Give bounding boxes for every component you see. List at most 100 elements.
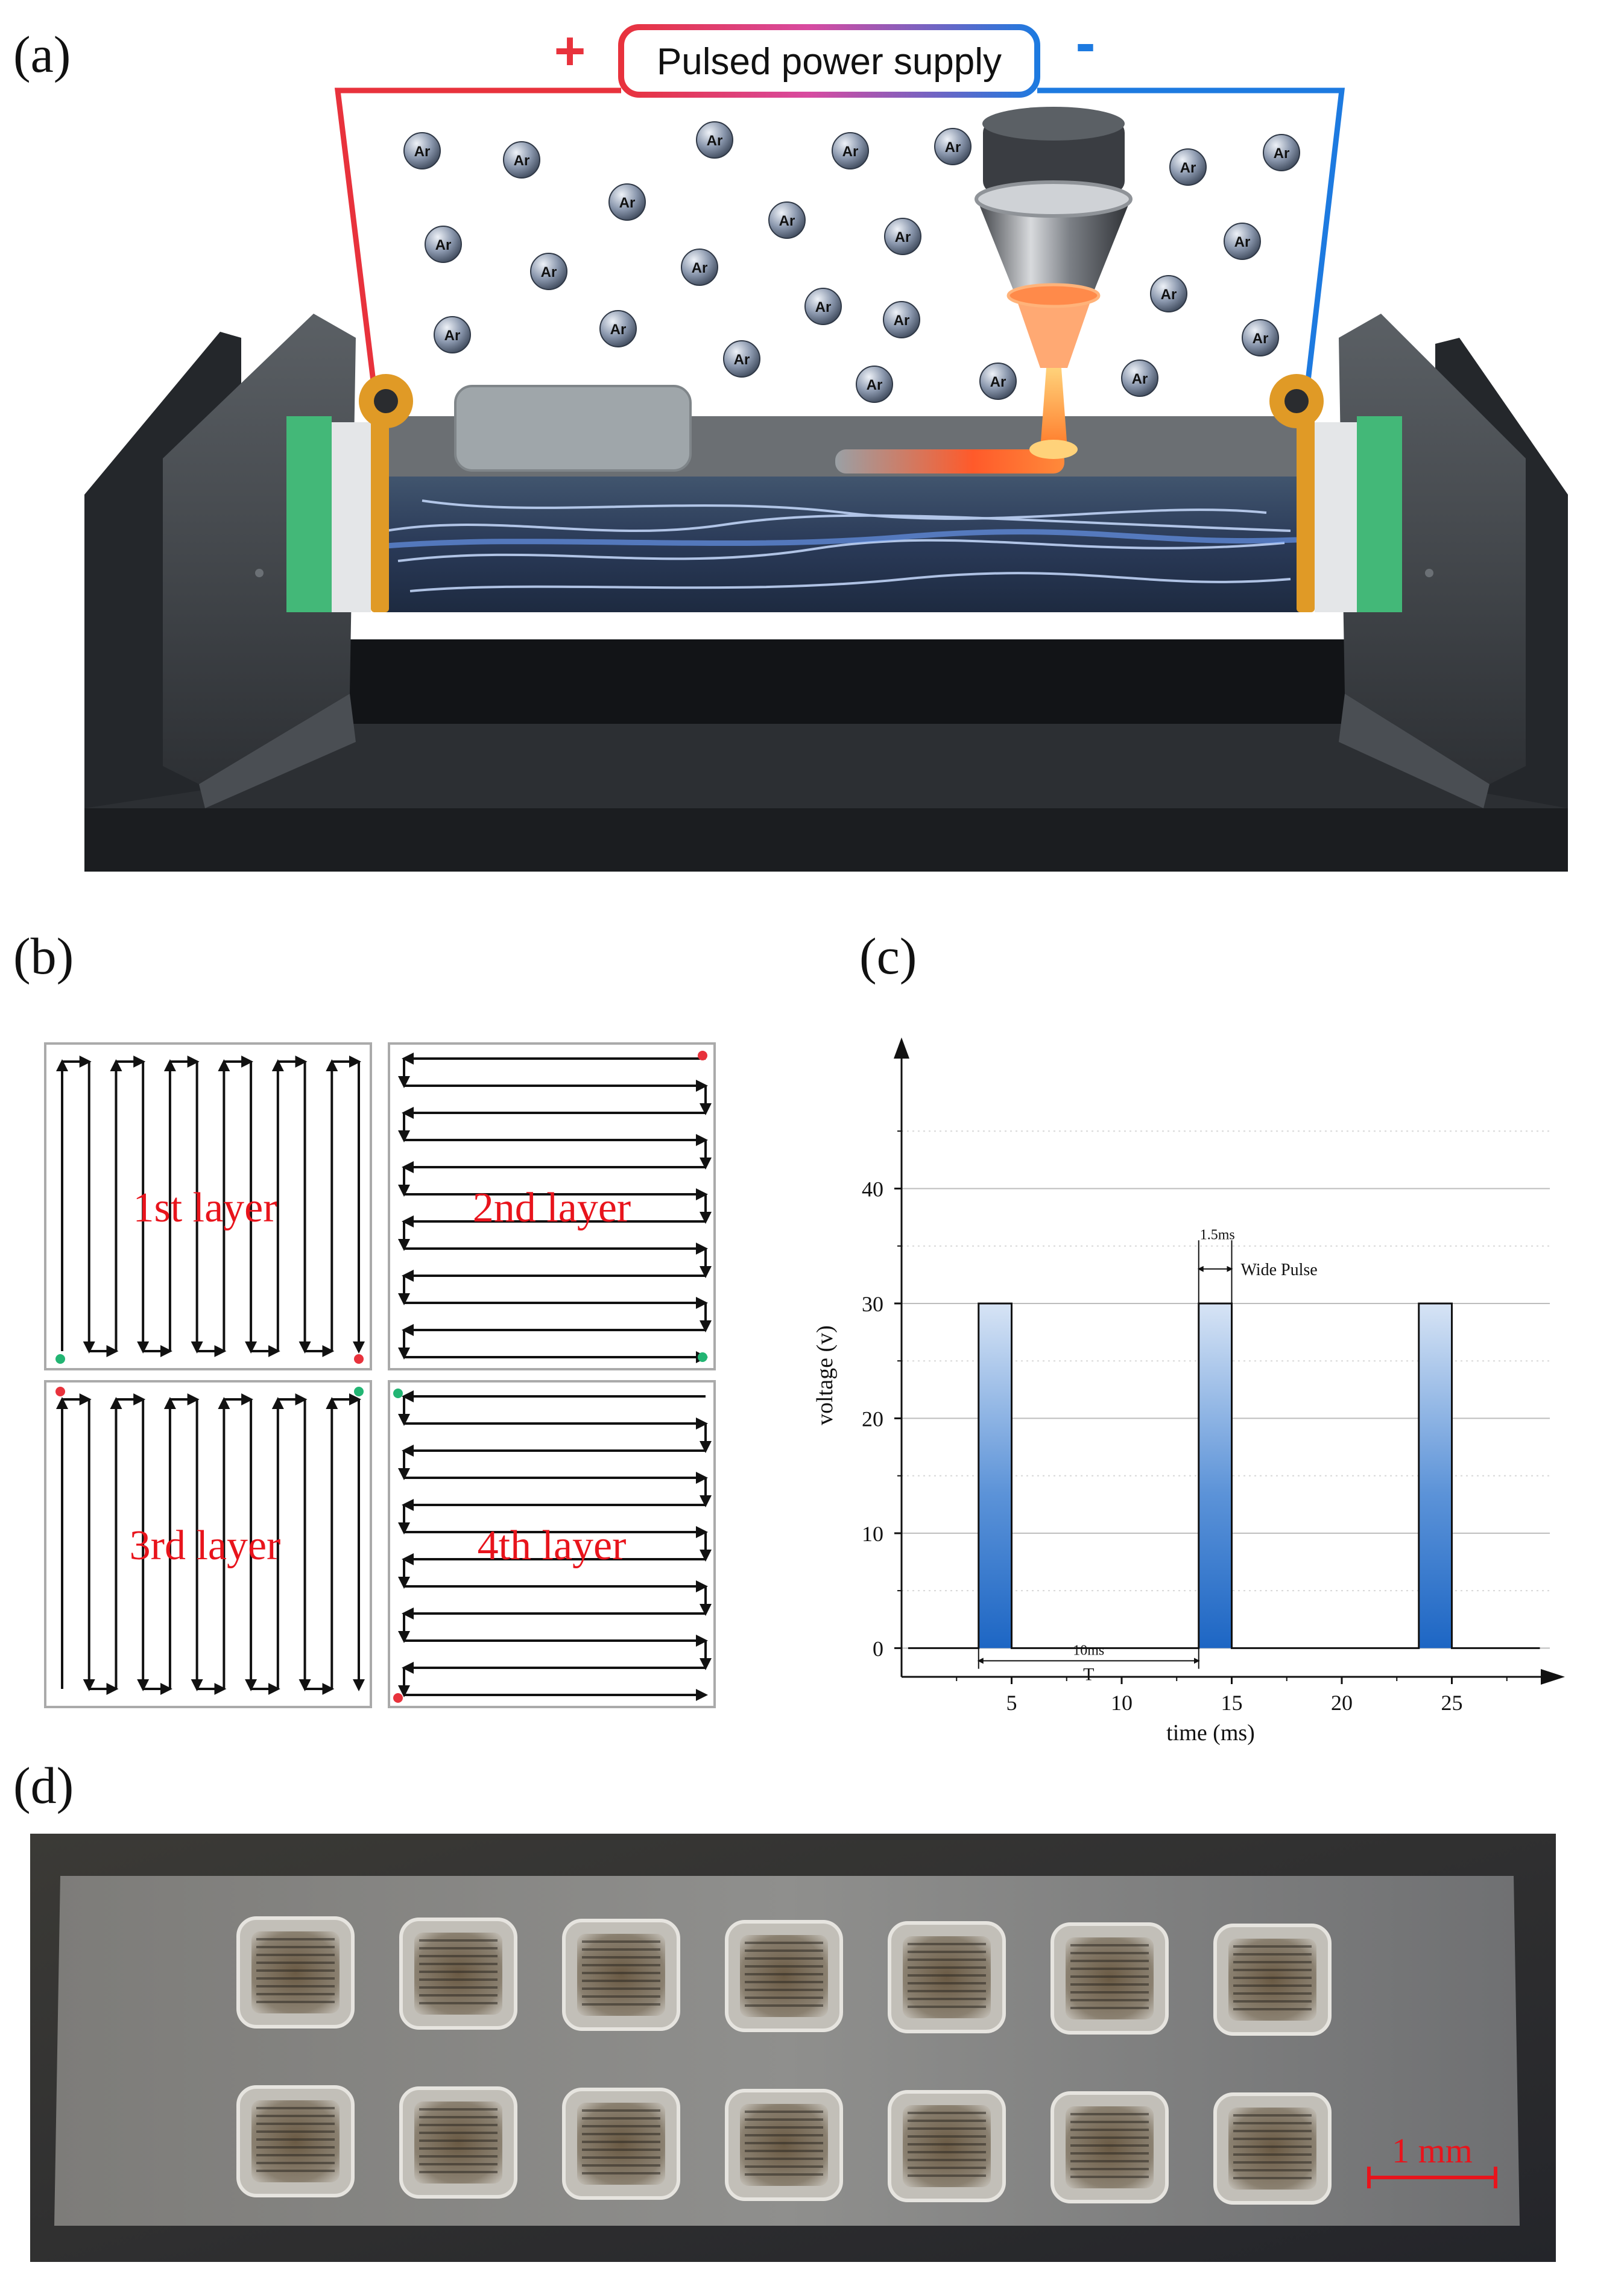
layer-3-label: 3rd layer — [130, 1522, 281, 1569]
left-insulator — [286, 416, 371, 612]
pulse-type-label: Wide Pulse — [1241, 1261, 1318, 1279]
argon-atom: Ar — [1150, 275, 1187, 312]
svg-text:Ar: Ar — [619, 195, 636, 211]
chart-x-tick-label: 10 — [1111, 1691, 1133, 1715]
argon-atom: Ar — [883, 301, 920, 338]
negative-terminal-sign: - — [1075, 9, 1095, 77]
svg-text:Ar: Ar — [1253, 331, 1269, 347]
argon-atom: Ar — [530, 253, 567, 290]
argon-atom: Ar — [696, 121, 733, 159]
deposit-square — [725, 2089, 843, 2201]
svg-text:Ar: Ar — [894, 312, 910, 329]
chart-x-tick-label: 25 — [1441, 1691, 1463, 1715]
scan-paths — [55, 1051, 712, 1703]
voltage-pulse — [1418, 1303, 1452, 1648]
layer-1-frame — [44, 1042, 372, 1370]
argon-atom: Ar — [856, 366, 893, 403]
argon-atom: Ar — [979, 363, 1017, 400]
chart-ticks: 0 10 20 30 40 5 10 15 20 25 — [862, 1130, 1508, 1715]
scan-endpoint-dot — [393, 1389, 403, 1398]
deposit-square — [236, 1916, 355, 2029]
deposit-square — [1051, 2091, 1169, 2203]
chart-x-axis-label: time (ms) — [1166, 1720, 1255, 1746]
scan-endpoint-dot — [393, 1693, 403, 1703]
pulse-width-label: 1.5ms — [1200, 1227, 1235, 1243]
argon-atom: Ar — [832, 132, 869, 169]
scan-endpoint-dot — [354, 1387, 364, 1396]
deposit-square — [236, 2085, 355, 2197]
deposit-square — [1213, 1924, 1332, 2036]
svg-text:Ar: Ar — [842, 144, 859, 160]
power-wires — [334, 87, 1345, 387]
panel-label-c: (c) — [859, 927, 917, 985]
argon-atom: Ar — [503, 141, 540, 179]
voltage-pulse — [978, 1303, 1012, 1648]
chart-y-tick-label: 0 — [873, 1636, 883, 1661]
svg-text:Ar: Ar — [1161, 287, 1177, 303]
chart-x-tick-label: 20 — [1331, 1691, 1353, 1715]
argon-atom: Ar — [608, 183, 646, 221]
y-axis-arrow — [894, 1037, 909, 1059]
right-electrode-clip — [1269, 374, 1324, 612]
argon-atom: Ar — [768, 201, 806, 239]
power-supply-box — [618, 24, 1040, 98]
svg-text:Ar: Ar — [1180, 160, 1196, 176]
layer-1-label: 1st layer — [133, 1185, 277, 1231]
deposit-square — [888, 2090, 1006, 2202]
layer-4-frame — [388, 1380, 716, 1708]
panel-label-b: (b) — [13, 927, 74, 985]
chart-y-tick-label: 10 — [862, 1522, 883, 1546]
svg-text:Ar: Ar — [945, 139, 961, 156]
scan-endpoint-dot — [698, 1352, 707, 1362]
chart-x-tick-label: 15 — [1221, 1691, 1243, 1715]
svg-text:Ar: Ar — [734, 352, 750, 368]
argon-atom: Ar — [681, 249, 718, 286]
scan-endpoint-dot — [698, 1051, 707, 1060]
svg-text:Ar: Ar — [895, 229, 911, 245]
voltage-pulse — [1198, 1303, 1232, 1648]
chart-y-tick-label: 20 — [862, 1407, 883, 1431]
argon-atom: Ar — [425, 226, 462, 263]
argon-atom: Ar — [1263, 134, 1300, 171]
chart-y-tick-label: 40 — [862, 1177, 883, 1201]
right-insulator — [1315, 416, 1402, 612]
deposit-square — [562, 2088, 680, 2200]
argon-atom: Ar — [403, 132, 441, 169]
argon-atom: Ar — [1121, 359, 1158, 397]
x-axis-arrow — [1541, 1669, 1565, 1685]
layer-2-label: 2nd layer — [473, 1185, 631, 1231]
deposit-square — [1213, 2092, 1332, 2205]
panel-d-sample-photo: 1 mm — [30, 1834, 1556, 2262]
svg-text:Ar: Ar — [610, 321, 627, 338]
argon-atom: Ar — [434, 316, 471, 353]
argon-atom: Ar — [884, 218, 921, 255]
deposit-square — [399, 1918, 517, 2030]
layer-3-frame — [44, 1380, 372, 1708]
deposit-square — [399, 2086, 517, 2199]
svg-text:Ar: Ar — [1274, 145, 1290, 162]
svg-text:Ar: Ar — [1132, 371, 1148, 387]
svg-text:Ar: Ar — [444, 328, 461, 344]
period-symbol: T — [1083, 1664, 1094, 1684]
melt-track — [835, 449, 1064, 473]
svg-text:Ar: Ar — [435, 237, 452, 253]
deposit-square — [562, 1919, 680, 2031]
chart-y-tick-label: 30 — [862, 1292, 883, 1316]
chart-x-tick-label: 5 — [1006, 1691, 1017, 1715]
deposit-square — [725, 1920, 843, 2032]
panel-a-schematic: Pulsed power supply + - — [84, 9, 1568, 872]
panel-label-d: (d) — [13, 1756, 74, 1814]
argon-atom: Ar — [599, 310, 637, 347]
left-electrode-clip — [359, 374, 413, 612]
deposit-square — [1051, 1922, 1169, 2035]
scan-endpoint-dot — [55, 1387, 65, 1396]
argon-atom: Ar — [1169, 148, 1207, 186]
deposited-samples — [236, 1916, 1332, 2205]
positive-terminal-sign: + — [554, 21, 586, 81]
chart-y-axis-label: voltage (v) — [812, 1325, 838, 1425]
svg-text:Ar: Ar — [692, 260, 708, 276]
svg-text:Ar: Ar — [707, 133, 723, 149]
scan-endpoint-dot — [55, 1354, 65, 1364]
